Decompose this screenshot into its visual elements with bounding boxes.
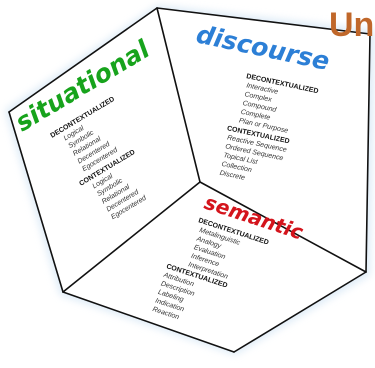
semantic-face: semantic DECONTEXTUALIZED Metalinguistic… [151,190,306,321]
cube-edges [8,7,371,353]
edge-right [365,33,371,273]
edge-left [8,111,64,293]
corner-title: Un [329,6,375,44]
edge-bottom-left [62,291,235,353]
edge-top-left [8,7,158,113]
edge-center-right [199,181,367,273]
edge-center-up [156,7,201,183]
semantic-list-top: DECONTEXTUALIZED Metalinguistic Analogy … [187,217,269,280]
edge-top-right [156,7,371,35]
cube-background [9,8,370,352]
edge-bottom-right [233,271,367,353]
edge-center-left [62,181,201,293]
